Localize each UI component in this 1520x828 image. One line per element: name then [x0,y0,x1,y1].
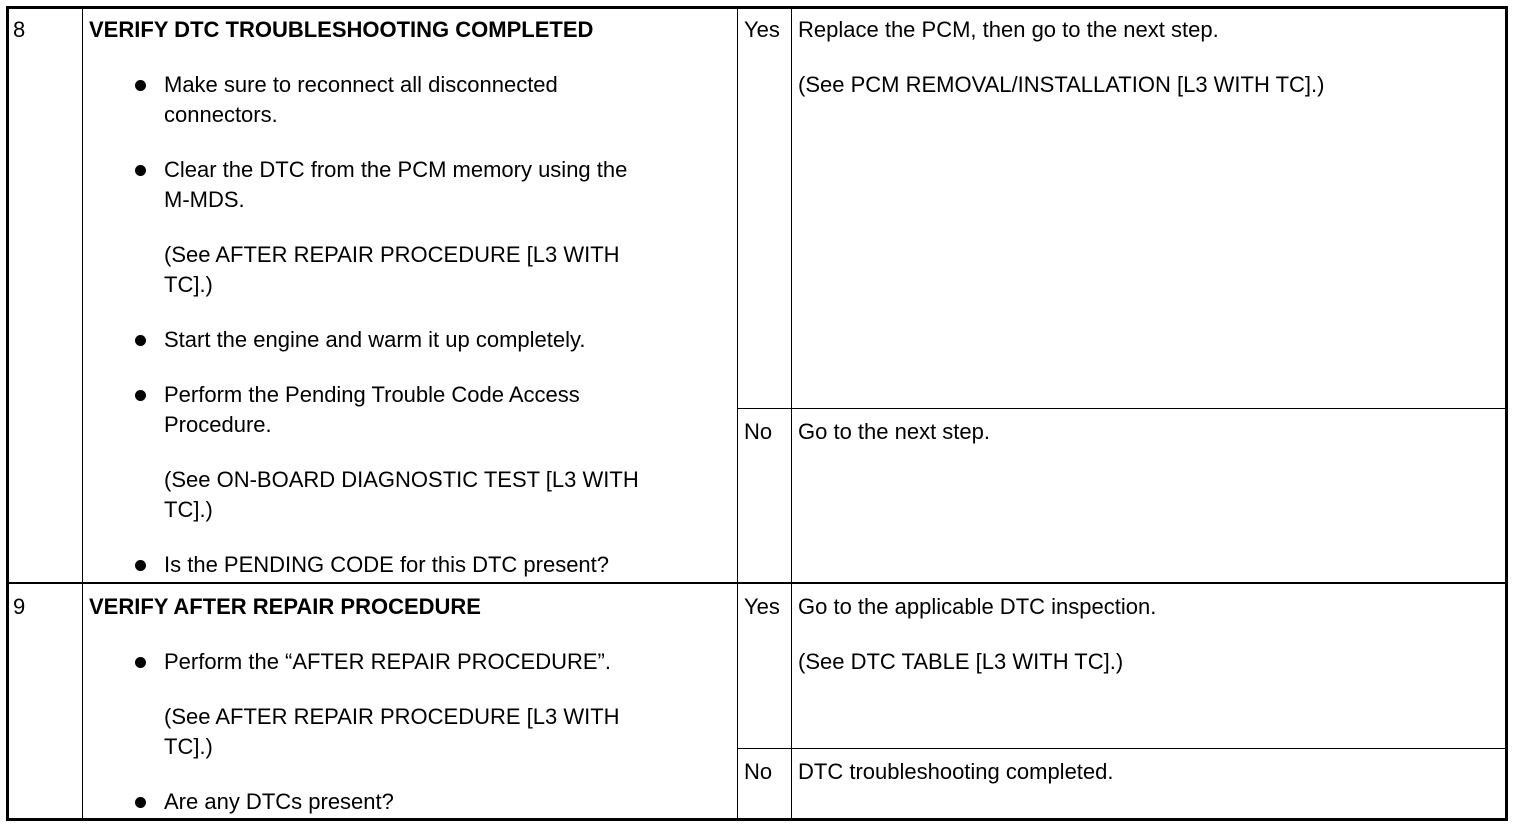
no-label: No [744,419,773,444]
column-divider [791,9,792,818]
step-number: 8 [13,17,26,42]
yes-label: Yes [744,594,780,619]
no-label: No [744,759,773,784]
check-item: Clear the DTC from the PCM memory using … [164,157,628,182]
step-number: 9 [13,594,26,619]
reference-link[interactable]: TC].) [164,497,213,522]
bullet-icon [135,797,146,808]
no-action: DTC troubleshooting completed. [798,759,1114,784]
reference-link[interactable]: TC].) [164,272,213,297]
step-title: VERIFY DTC TROUBLESHOOTING COMPLETED [89,17,594,42]
bullet-icon [135,560,146,571]
yes-action: Go to the applicable DTC inspection. [798,594,1157,619]
step-title: VERIFY AFTER REPAIR PROCEDURE [89,594,481,619]
reference-link[interactable]: (See AFTER REPAIR PROCEDURE [L3 WITH [164,242,620,267]
reference-link[interactable]: (See AFTER REPAIR PROCEDURE [L3 WITH [164,704,620,729]
check-item: Perform the “AFTER REPAIR PROCEDURE”. [164,649,611,674]
yes-no-divider [737,748,1505,749]
no-action: Go to the next step. [798,419,991,444]
check-item: Are any DTCs present? [164,789,394,814]
column-divider [82,9,83,818]
bullet-icon [135,390,146,401]
reference-link[interactable]: (See DTC TABLE [L3 WITH TC].) [798,649,1124,674]
check-item: Make sure to reconnect all disconnected [164,72,558,97]
bullet-icon [135,80,146,91]
check-item: Start the engine and warm it up complete… [164,327,586,352]
check-item: Perform the Pending Trouble Code Access [164,382,580,407]
bullet-icon [135,165,146,176]
check-item: connectors. [164,102,278,127]
reference-link[interactable]: TC].) [164,734,213,759]
yes-action: Replace the PCM, then go to the next ste… [798,17,1219,42]
troubleshooting-table: 8 VERIFY DTC TROUBLESHOOTING COMPLETED M… [6,6,1508,821]
reference-link[interactable]: (See PCM REMOVAL/INSTALLATION [L3 WITH T… [798,72,1325,97]
check-item: Is the PENDING CODE for this DTC present… [164,552,610,577]
row-divider [9,582,1505,584]
bullet-icon [135,657,146,668]
reference-link[interactable]: (See ON-BOARD DIAGNOSTIC TEST [L3 WITH [164,467,639,492]
bullet-icon [135,335,146,346]
yes-label: Yes [744,17,780,42]
yes-no-divider [737,408,1505,409]
check-item: Procedure. [164,412,272,437]
check-item: M-MDS. [164,187,245,212]
column-divider [737,9,738,818]
